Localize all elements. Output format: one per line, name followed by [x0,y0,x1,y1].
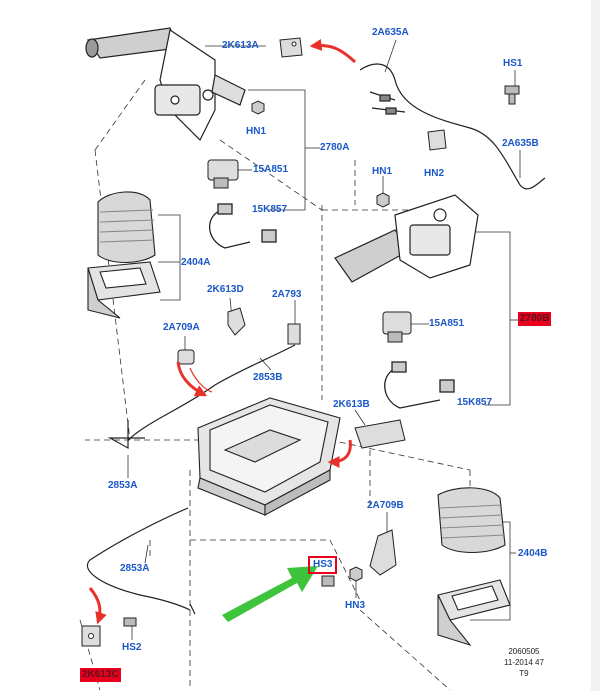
adjuster-2a793 [287,323,301,345]
bolt-hs3 [321,575,335,587]
bolt-hs2 [123,617,137,627]
cable-2853a-lower [87,507,196,615]
callout-hn1-right: HN1 [372,166,393,177]
bracket-2k613a-top [279,37,303,58]
footer-line-2: 11-2014 47 [504,658,544,667]
nut-hn1-right [376,192,390,208]
callout-hs3-boxed: HS3 [308,556,338,574]
nut-hn3 [349,566,363,582]
callout-2k613d: 2K613D [207,284,244,295]
bracket-2k613b [354,419,406,449]
bezel-2404a-lower [87,261,161,319]
nut-hn1-left [251,100,265,115]
callout-hs1: HS1 [503,58,523,69]
callout-hn2: HN2 [424,168,445,179]
red-pointer-arrows [88,38,357,625]
callout-2a793: 2A793 [272,289,302,300]
callout-2780a: 2780A [320,142,350,153]
clip-hn2 [427,129,447,151]
callout-2404b: 2404B [518,548,548,559]
callout-2k613a-top: 2K613A [222,40,259,51]
boot-2404a-upper [97,191,156,264]
bracket-2k613c [81,625,101,647]
callout-2853a-top: 2853A [108,480,138,491]
parking-brake-lever-upper [85,27,246,142]
console-base-frame [197,397,341,516]
cable-2853b [127,344,296,441]
green-indicator-arrow [222,566,318,622]
harness-15k857-right [384,361,455,409]
callout-2a709a: 2A709A [163,322,200,333]
callout-hs2: HS2 [122,642,142,653]
switch-15a851-right [382,311,412,343]
cable-2a635a [359,63,546,190]
cable-2853a-upper [107,420,145,450]
callout-2780b-highlighted: 2780B [518,312,552,326]
callout-2k613c-highlighted: 2K613C [80,668,121,682]
callout-15k857-left: 15K857 [252,204,288,215]
clip-2a709a [177,349,195,365]
callout-2a635a: 2A635A [372,27,409,38]
drawing-reference-footer: 2060505 11-2014 47 T9 [504,646,544,679]
bolt-hs1 [504,85,520,105]
bracket-2k613d [227,307,246,336]
callout-2k613b: 2K613B [333,399,370,410]
callout-hn3: HN3 [345,600,366,611]
callout-2a709b: 2A709B [367,500,404,511]
callout-2a635b: 2A635B [502,138,539,149]
boot-2404b-upper [437,487,506,553]
callout-15k857-right: 15K857 [457,397,493,408]
switch-15a851-left [207,159,239,189]
bezel-2404b-lower [437,579,511,647]
footer-line-1: 2060505 [508,647,540,656]
callout-hn1-left: HN1 [246,126,267,137]
callout-15a851-left: 15A851 [253,164,289,175]
callout-15a851-right: 15A851 [429,318,465,329]
harness-15k857-left [209,203,277,249]
callout-2404a: 2404A [181,257,211,268]
footer-line-3: T9 [519,669,529,678]
parking-brake-lever-right [334,194,479,283]
page-edge-strip [591,0,600,691]
bracket-2a709b [369,529,397,576]
callout-2853a-bottom: 2853A [120,563,150,574]
callout-2853b: 2853B [253,372,283,383]
